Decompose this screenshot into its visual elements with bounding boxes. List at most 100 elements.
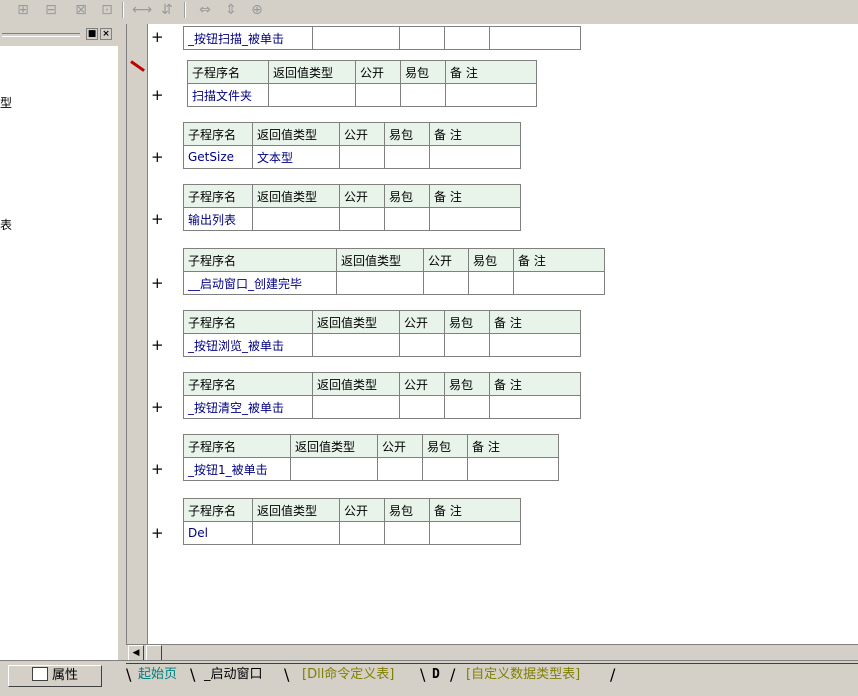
- table-cell[interactable]: [399, 333, 445, 357]
- table-cell[interactable]: [489, 333, 581, 357]
- table-cell[interactable]: [423, 271, 469, 295]
- subroutine-table[interactable]: 子程序名返回值类型公开易包备 注_按钮浏览_被单击: [183, 310, 581, 357]
- table-cell[interactable]: [399, 395, 445, 419]
- toolbar-button-6[interactable]: ⇵: [161, 2, 173, 18]
- table-cell[interactable]: [445, 83, 537, 107]
- table-cell[interactable]: [467, 457, 559, 481]
- table-cell[interactable]: [444, 395, 490, 419]
- expand-plus-icon[interactable]: +: [151, 274, 164, 292]
- table-cell[interactable]: [339, 207, 385, 231]
- table-cell[interactable]: [429, 207, 521, 231]
- column-header: 公开: [423, 248, 469, 272]
- subroutine-name-cell[interactable]: Del: [183, 521, 253, 545]
- table-cell[interactable]: [444, 26, 490, 50]
- subroutine-table[interactable]: _按钮扫描_被单击: [183, 26, 581, 50]
- tab-dll-commands[interactable]: [Dll命令定义表]: [302, 667, 395, 682]
- table-cell[interactable]: [355, 83, 401, 107]
- expand-plus-icon[interactable]: +: [151, 28, 164, 46]
- table-cell[interactable]: [468, 271, 514, 295]
- table-cell[interactable]: [384, 207, 430, 231]
- subroutine-table[interactable]: 子程序名返回值类型公开易包备 注输出列表: [183, 184, 521, 231]
- column-header: 公开: [399, 372, 445, 396]
- expand-plus-icon[interactable]: +: [151, 86, 164, 104]
- table-cell[interactable]: [384, 521, 430, 545]
- return-type-cell[interactable]: [336, 271, 424, 295]
- code-editor[interactable]: _按钮扫描_被单击子程序名返回值类型公开易包备 注扫描文件夹子程序名返回值类型公…: [126, 24, 858, 644]
- return-type-cell[interactable]: [268, 83, 356, 107]
- expand-plus-icon[interactable]: +: [151, 524, 164, 542]
- subroutine-table[interactable]: 子程序名返回值类型公开易包备 注扫描文件夹: [187, 60, 537, 107]
- column-header: 子程序名: [183, 372, 313, 396]
- property-button[interactable]: 属性: [8, 665, 102, 687]
- subroutine-name-cell[interactable]: _按钮扫描_被单击: [183, 26, 313, 50]
- table-cell[interactable]: [444, 333, 490, 357]
- table-cell[interactable]: [429, 145, 521, 169]
- tab-d[interactable]: D: [432, 667, 440, 682]
- expand-plus-icon[interactable]: +: [151, 460, 164, 478]
- return-type-cell[interactable]: [312, 26, 400, 50]
- splitter[interactable]: [118, 24, 126, 660]
- subroutine-name-cell[interactable]: 扫描文件夹: [187, 83, 269, 107]
- subroutine-name-cell[interactable]: _按钮清空_被单击: [183, 395, 313, 419]
- tree-item-fragment[interactable]: 表: [0, 218, 13, 232]
- horizontal-scrollbar[interactable]: ◀: [126, 644, 858, 661]
- table-cell[interactable]: [489, 26, 581, 50]
- scroll-left-icon[interactable]: ◀: [128, 645, 144, 661]
- table-cell[interactable]: [399, 26, 445, 50]
- toolbar-separator: [184, 2, 186, 18]
- tree-item-fragment[interactable]: 型: [0, 96, 13, 110]
- subroutine-table[interactable]: 子程序名返回值类型公开易包备 注_按钮清空_被单击: [183, 372, 581, 419]
- return-type-cell[interactable]: 文本型: [252, 145, 340, 169]
- column-header: 备 注: [467, 434, 559, 458]
- table-cell[interactable]: [489, 395, 581, 419]
- subroutine-name-cell[interactable]: _按钮1_被单击: [183, 457, 291, 481]
- subroutine-name-cell[interactable]: __启动窗口_创建完毕: [183, 271, 337, 295]
- subroutine-table[interactable]: 子程序名返回值类型公开易包备 注__启动窗口_创建完毕: [183, 248, 605, 295]
- table-cell[interactable]: [422, 457, 468, 481]
- table-cell[interactable]: [339, 145, 385, 169]
- subroutine-table[interactable]: 子程序名返回值类型公开易包备 注_按钮1_被单击: [183, 434, 559, 481]
- bottom-bar: 属性 \ 起始页 \ _启动窗口 \ [Dll命令定义表] \ D / [自定义…: [0, 660, 858, 696]
- minimize-button[interactable]: ■: [86, 28, 98, 40]
- table-cell[interactable]: [384, 145, 430, 169]
- return-type-cell[interactable]: [312, 333, 400, 357]
- column-header: 返回值类型: [252, 122, 340, 146]
- toolbar-button-3[interactable]: ⊠: [75, 2, 87, 18]
- tab-startup-window[interactable]: _启动窗口: [204, 667, 263, 682]
- return-type-cell[interactable]: [312, 395, 400, 419]
- grip[interactable]: [2, 33, 80, 37]
- table-cell[interactable]: [339, 521, 385, 545]
- toolbar: ⊞ ⊟ ⊠ ⊡ ⟷ ⇵ ⇔ ⇕ ⊕: [0, 0, 858, 24]
- return-type-cell[interactable]: [252, 521, 340, 545]
- table-cell[interactable]: [513, 271, 605, 295]
- expand-plus-icon[interactable]: +: [151, 398, 164, 416]
- expand-plus-icon[interactable]: +: [151, 148, 164, 166]
- pencil-icon: [130, 60, 145, 72]
- toolbar-button-5[interactable]: ⟷: [132, 2, 153, 18]
- column-header: 备 注: [513, 248, 605, 272]
- toolbar-button-2[interactable]: ⊟: [45, 2, 57, 18]
- expand-plus-icon[interactable]: +: [151, 210, 164, 228]
- column-header: 返回值类型: [290, 434, 378, 458]
- table-cell[interactable]: [377, 457, 423, 481]
- expand-plus-icon[interactable]: +: [151, 336, 164, 354]
- toolbar-button-7[interactable]: ⇔: [199, 2, 211, 18]
- toolbar-button-8[interactable]: ⇕: [225, 2, 237, 18]
- toolbar-button-1[interactable]: ⊞: [17, 2, 29, 18]
- return-type-cell[interactable]: [290, 457, 378, 481]
- close-button[interactable]: ×: [100, 28, 112, 40]
- tab-custom-types[interactable]: [自定义数据类型表]: [466, 667, 581, 682]
- toolbar-button-9[interactable]: ⊕: [251, 2, 263, 18]
- subroutine-name-cell[interactable]: GetSize: [183, 145, 253, 169]
- column-header: 返回值类型: [336, 248, 424, 272]
- table-cell[interactable]: [400, 83, 446, 107]
- return-type-cell[interactable]: [252, 207, 340, 231]
- toolbar-button-4[interactable]: ⊡: [101, 2, 113, 18]
- scroll-thumb[interactable]: [146, 645, 162, 661]
- subroutine-name-cell[interactable]: _按钮浏览_被单击: [183, 333, 313, 357]
- subroutine-name-cell[interactable]: 输出列表: [183, 207, 253, 231]
- tab-start-page[interactable]: 起始页: [138, 667, 178, 682]
- table-cell[interactable]: [429, 521, 521, 545]
